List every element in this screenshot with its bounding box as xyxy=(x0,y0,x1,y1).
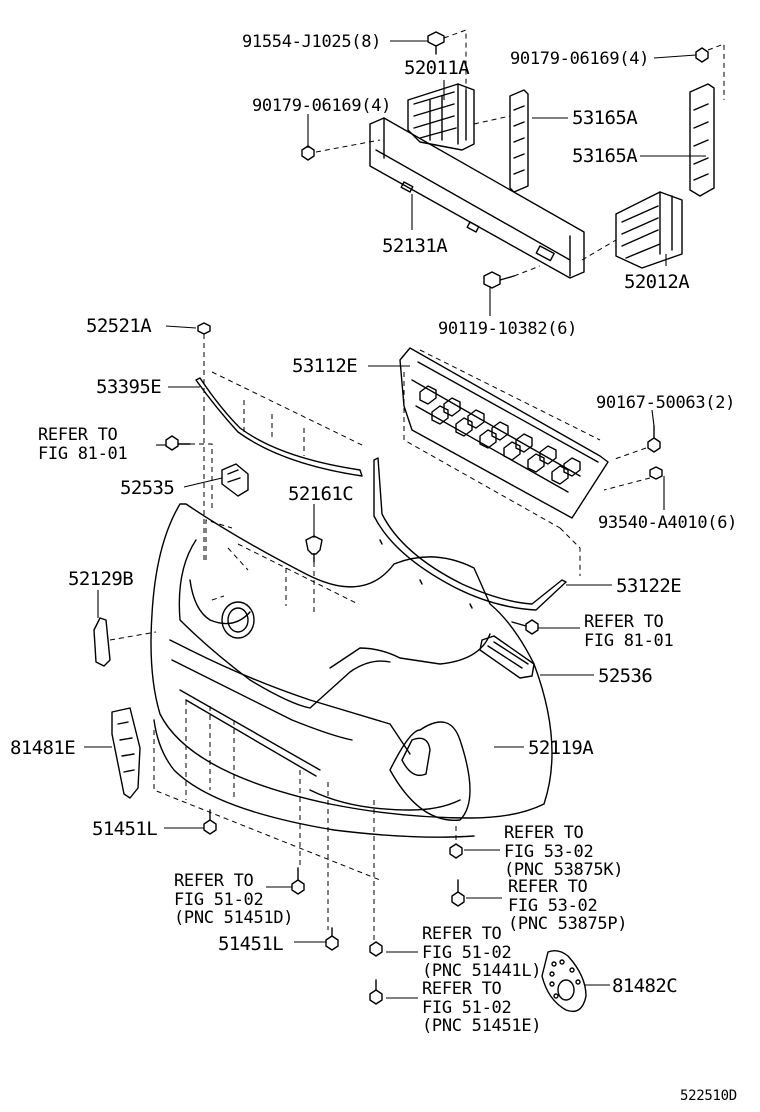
molding-53395e-icon xyxy=(195,377,363,477)
reinforcement-52129b-icon xyxy=(93,617,111,667)
dash-beam-52012 xyxy=(581,239,617,261)
label-refer-51451e-line2: FIG 51-02 xyxy=(422,998,511,1018)
dash-90167 xyxy=(611,447,647,461)
label-52119a: 52119A xyxy=(528,737,594,759)
clip-93540-icon xyxy=(649,466,663,480)
clip-refer-53875k-icon xyxy=(449,843,463,859)
label-refer-53875k-line3: (PNC 53875K) xyxy=(504,860,623,880)
clip-refer-81-right-icon xyxy=(511,619,539,635)
label-refer-81-left-line1: REFER TO xyxy=(38,425,118,445)
label-refer-51441l-line3: (PNC 51441L) xyxy=(422,961,541,981)
bumper-cover-52119a-icon xyxy=(150,503,553,838)
label-refer-53875k-line1: REFER TO xyxy=(504,823,584,843)
leader-lines xyxy=(84,40,706,999)
label-51451l-lower: 51451L xyxy=(218,933,283,955)
dash-90119 xyxy=(513,265,541,277)
label-81482c: 81482C xyxy=(612,975,677,997)
dash-53395e xyxy=(211,371,365,456)
label-90167: 90167-50063(2) xyxy=(596,393,735,413)
label-90179-left: 90179-06169(4) xyxy=(252,96,391,116)
label-52161c: 52161C xyxy=(288,483,353,505)
label-52012a: 52012A xyxy=(624,271,690,293)
label-52521a: 52521A xyxy=(86,315,152,337)
bezel-81482c-icon xyxy=(541,949,587,1013)
molding-53122e-icon xyxy=(373,457,567,611)
clip-52521a-icon xyxy=(197,322,211,335)
label-refer-81-right-line2: FIG 81-01 xyxy=(584,631,673,651)
label-refer-53875k-line2: FIG 53-02 xyxy=(504,842,593,862)
label-52011a: 52011A xyxy=(404,57,470,79)
label-91554: 91554-J1025(8) xyxy=(242,32,381,52)
bolt-90119-icon xyxy=(483,271,515,289)
dash-93540 xyxy=(603,477,651,491)
nut-90179-right-icon xyxy=(695,47,709,63)
label-53122e: 53122E xyxy=(616,575,681,597)
label-53112e: 53112E xyxy=(292,355,357,377)
label-93540: 93540-A4010(6) xyxy=(598,513,737,533)
bezel-81481e-icon xyxy=(111,707,141,799)
dash-52129b xyxy=(109,631,157,641)
label-90119: 90119-10382(6) xyxy=(438,319,577,339)
diagram-id: 522510D xyxy=(680,1088,737,1104)
label-refer-53875p-line1: REFER TO xyxy=(508,877,588,897)
dash-53112e xyxy=(403,349,601,576)
bolt-51451l-lower-icon xyxy=(325,927,339,951)
label-52131a: 52131A xyxy=(382,235,448,257)
dash-cover-lower xyxy=(185,700,375,940)
bracket-52536-icon xyxy=(479,635,535,679)
bolt-refer-51451e-icon xyxy=(369,979,383,1005)
dash-cover-bottom xyxy=(153,730,381,881)
label-52129b: 52129B xyxy=(68,568,133,590)
clip-52161c-icon xyxy=(305,535,323,563)
label-refer-51451e-line1: REFER TO xyxy=(422,979,502,999)
label-refer-51441l-line1: REFER TO xyxy=(422,924,502,944)
label-51451l-upper: 51451L xyxy=(92,818,157,840)
dash-cover-upper xyxy=(205,519,359,606)
labels: 91554-J1025(8) 52011A 90179-06169(4) 901… xyxy=(10,32,737,1104)
clip-refer-81-left-icon xyxy=(165,435,191,451)
dash-refer-81-left xyxy=(190,443,213,510)
label-refer-51451d-line1: REFER TO xyxy=(174,871,254,891)
bolt-refer-53875p-icon xyxy=(451,879,465,907)
dash-90179-right xyxy=(707,43,725,100)
label-52536: 52536 xyxy=(598,665,652,687)
bolt-91554-icon xyxy=(427,31,445,55)
grille-53112e-icon xyxy=(399,347,609,519)
dash-90179-left xyxy=(315,139,381,153)
label-53165a-lower: 53165A xyxy=(572,145,638,167)
label-53395e: 53395E xyxy=(96,376,161,398)
label-refer-53875p-line3: (PNC 53875P) xyxy=(508,914,627,934)
bolt-51451l-upper-icon xyxy=(203,809,217,835)
label-53165a-upper: 53165A xyxy=(572,107,638,129)
label-refer-51441l-line2: FIG 51-02 xyxy=(422,943,511,963)
label-refer-51451d-line2: FIG 51-02 xyxy=(174,890,263,910)
label-refer-51451d-line3: (PNC 51451D) xyxy=(174,908,293,928)
dash-52011-53165 xyxy=(473,115,511,125)
stay-53165a-left-icon xyxy=(509,89,529,193)
label-90179-right: 90179-06169(4) xyxy=(510,49,649,69)
nut-90179-left-icon xyxy=(301,145,315,161)
stay-53165a-right-icon xyxy=(689,83,715,197)
clip-refer-51441l-icon xyxy=(369,941,383,957)
screw-90167-icon xyxy=(647,425,661,453)
bolt-refer-51451d-icon xyxy=(291,867,305,895)
reinforcement-52131a-icon xyxy=(369,117,585,279)
label-52535: 52535 xyxy=(120,477,174,499)
bracket-52011a-icon xyxy=(407,83,475,151)
label-refer-53875p-line2: FIG 53-02 xyxy=(508,896,597,916)
bracket-52535-icon xyxy=(221,463,249,497)
label-refer-51451e-line3: (PNC 51451E) xyxy=(422,1016,541,1036)
label-refer-81-right-line1: REFER TO xyxy=(584,612,664,632)
label-81481e: 81481E xyxy=(10,737,75,759)
label-refer-81-left-line2: FIG 81-01 xyxy=(38,444,127,464)
bracket-52012a-icon xyxy=(615,191,683,269)
